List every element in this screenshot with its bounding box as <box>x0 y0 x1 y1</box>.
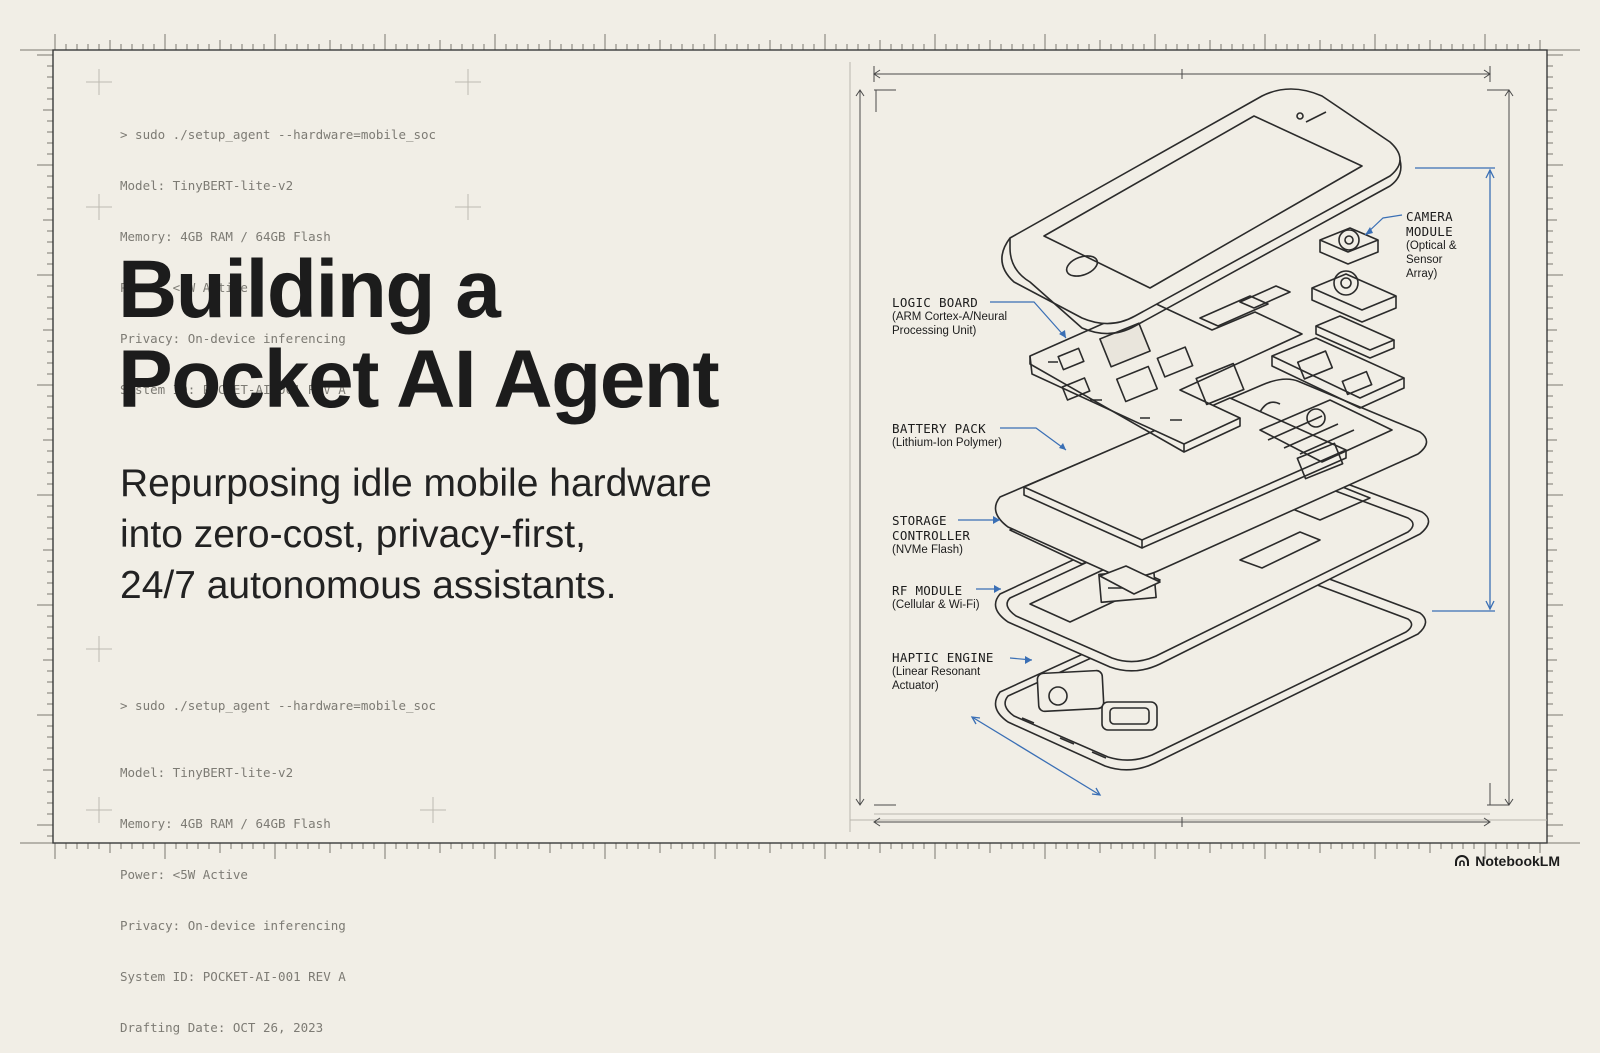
terminal-line: System ID: POCKET-AI-001 REV A <box>120 969 346 984</box>
callout-desc: Processing Unit) <box>892 325 977 337</box>
brand-badge: NotebookLM <box>1454 853 1560 869</box>
terminal-prompt: > sudo ./setup_agent --hardware=mobile_s… <box>120 698 437 713</box>
terminal-line: Power: <5W Active <box>120 867 248 882</box>
terminal-line: System ID: POCKET-AI-001 REV A <box>120 382 346 397</box>
blue-dimension-lines <box>970 167 1495 796</box>
title-line: Pocket AI Agent <box>118 334 720 425</box>
callout-desc: Actuator) <box>892 680 939 692</box>
subtitle-line: 24/7 autonomous assistants. <box>120 564 617 607</box>
title-line: Building a <box>118 244 501 335</box>
terminal-line: Model: TinyBERT-lite-v2 <box>120 178 294 193</box>
callout-name: RF MODULE <box>892 583 963 598</box>
callout-name: MODULE <box>1406 224 1453 239</box>
dimension-lines <box>855 66 1514 827</box>
callout-desc: (Cellular & Wi-Fi) <box>892 599 980 611</box>
terminal-line: Privacy: On-device inferencing <box>120 331 346 346</box>
terminal-block-bottom: > sudo ./setup_agent --hardware=mobile_s… <box>120 663 436 1053</box>
callout-name: BATTERY PACK <box>892 421 986 436</box>
terminal-prompt: > sudo ./setup_agent --hardware=mobile_s… <box>120 127 437 142</box>
logic-board <box>1029 285 1303 453</box>
subtitle-line: Repurposing idle mobile hardware <box>120 462 712 505</box>
camera-modules <box>1311 227 1397 359</box>
crosshair-marks <box>86 69 481 823</box>
callout-desc: Sensor <box>1406 254 1443 266</box>
callout-desc: Array) <box>1406 268 1438 280</box>
callout-name: CAMERA <box>1406 209 1453 224</box>
callout-logic-board: LOGIC BOARD (ARM Cortex-A/Neural Process… <box>892 295 1007 338</box>
page-subtitle: Repurposing idle mobile hardware into ze… <box>120 458 712 611</box>
callout-rf-module: RF MODULE (Cellular & Wi-Fi) <box>892 583 980 612</box>
callout-desc: (ARM Cortex-A/Neural <box>892 311 1008 323</box>
callout-haptic-engine: HAPTIC ENGINE (Linear Resonant Actuator) <box>892 650 994 693</box>
callout-desc: (Lithium-Ion Polymer) <box>892 437 1002 449</box>
callout-storage-controller: STORAGE CONTROLLER (NVMe Flash) <box>892 513 970 557</box>
callout-battery-pack: BATTERY PACK (Lithium-Ion Polymer) <box>892 421 1002 450</box>
terminal-line: Privacy: On-device inferencing <box>120 918 346 933</box>
subtitle-line: into zero-cost, privacy-first, <box>120 513 586 556</box>
callout-desc: (NVMe Flash) <box>892 544 963 556</box>
drawing-border <box>52 49 1548 844</box>
callout-name: STORAGE <box>892 513 947 528</box>
rf-chip <box>1099 565 1161 595</box>
callout-name: LOGIC BOARD <box>892 295 979 310</box>
callout-name: HAPTIC ENGINE <box>892 650 994 665</box>
terminal-line: Power: <5W Active <box>120 280 248 295</box>
exploded-phone-illustration <box>994 88 1430 771</box>
terminal-line: Memory: 4GB RAM / 64GB Flash <box>120 816 331 831</box>
callout-camera-module: CAMERA MODULE (Optical & Sensor Array) <box>1406 209 1457 281</box>
brand-label: NotebookLM <box>1475 853 1560 869</box>
side-module <box>1271 337 1405 409</box>
front-screen <box>1001 88 1402 335</box>
terminal-line: Memory: 4GB RAM / 64GB Flash <box>120 229 331 244</box>
terminal-line: Model: TinyBERT-lite-v2 <box>120 765 294 780</box>
callout-leaders <box>958 214 1403 661</box>
chassis-battery <box>994 378 1428 578</box>
terminal-block-top: > sudo ./setup_agent --hardware=mobile_s… <box>120 92 436 415</box>
callout-desc: (Linear Resonant <box>892 666 981 678</box>
callout-name: CONTROLLER <box>892 528 971 543</box>
page-title: Building a Pocket AI Agent <box>118 244 720 425</box>
notebooklm-logo-icon <box>1455 855 1470 866</box>
callout-desc: (Optical & <box>1406 240 1457 252</box>
blueprint-frame <box>20 34 1580 859</box>
terminal-line: Drafting Date: OCT 26, 2023 <box>120 1020 324 1035</box>
